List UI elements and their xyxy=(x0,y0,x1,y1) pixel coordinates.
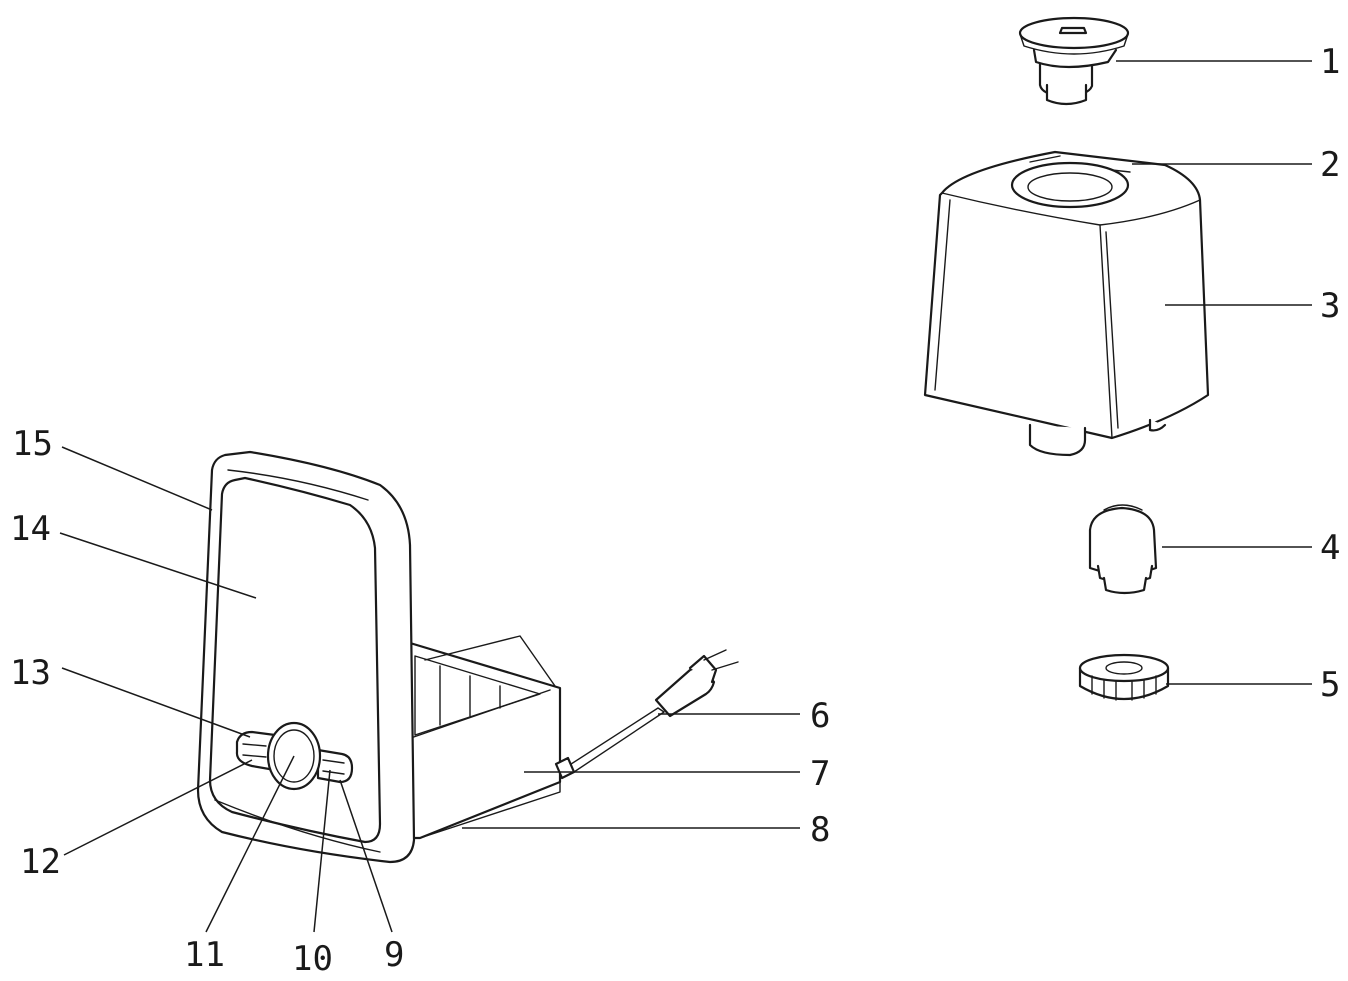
callout-2: 2 xyxy=(1320,145,1340,185)
callout-11: 11 xyxy=(184,935,225,975)
callout-14: 14 xyxy=(10,509,51,549)
motor-base xyxy=(196,450,739,864)
callout-1: 1 xyxy=(1320,42,1340,82)
callout-4: 4 xyxy=(1320,528,1340,568)
callout-12: 12 xyxy=(20,842,61,882)
callout-labels: 1 2 3 4 5 6 7 8 9 10 11 12 13 14 15 xyxy=(10,42,1340,979)
callout-6: 6 xyxy=(810,696,830,736)
callout-7: 7 xyxy=(810,754,830,794)
leader-lines xyxy=(59,60,1312,933)
part-4-coupler xyxy=(1088,504,1158,595)
part-5-nut xyxy=(1078,653,1170,701)
callout-13: 13 xyxy=(10,653,51,693)
callout-8: 8 xyxy=(810,810,830,850)
part-3-housing xyxy=(923,150,1210,457)
callout-9: 9 xyxy=(384,935,404,975)
part-1-lid-cap xyxy=(1018,16,1130,106)
part-2-lid-opening xyxy=(1010,155,1131,209)
callout-10: 10 xyxy=(292,939,333,979)
callout-15: 15 xyxy=(12,424,53,464)
callout-5: 5 xyxy=(1320,665,1340,705)
callout-3: 3 xyxy=(1320,286,1340,326)
